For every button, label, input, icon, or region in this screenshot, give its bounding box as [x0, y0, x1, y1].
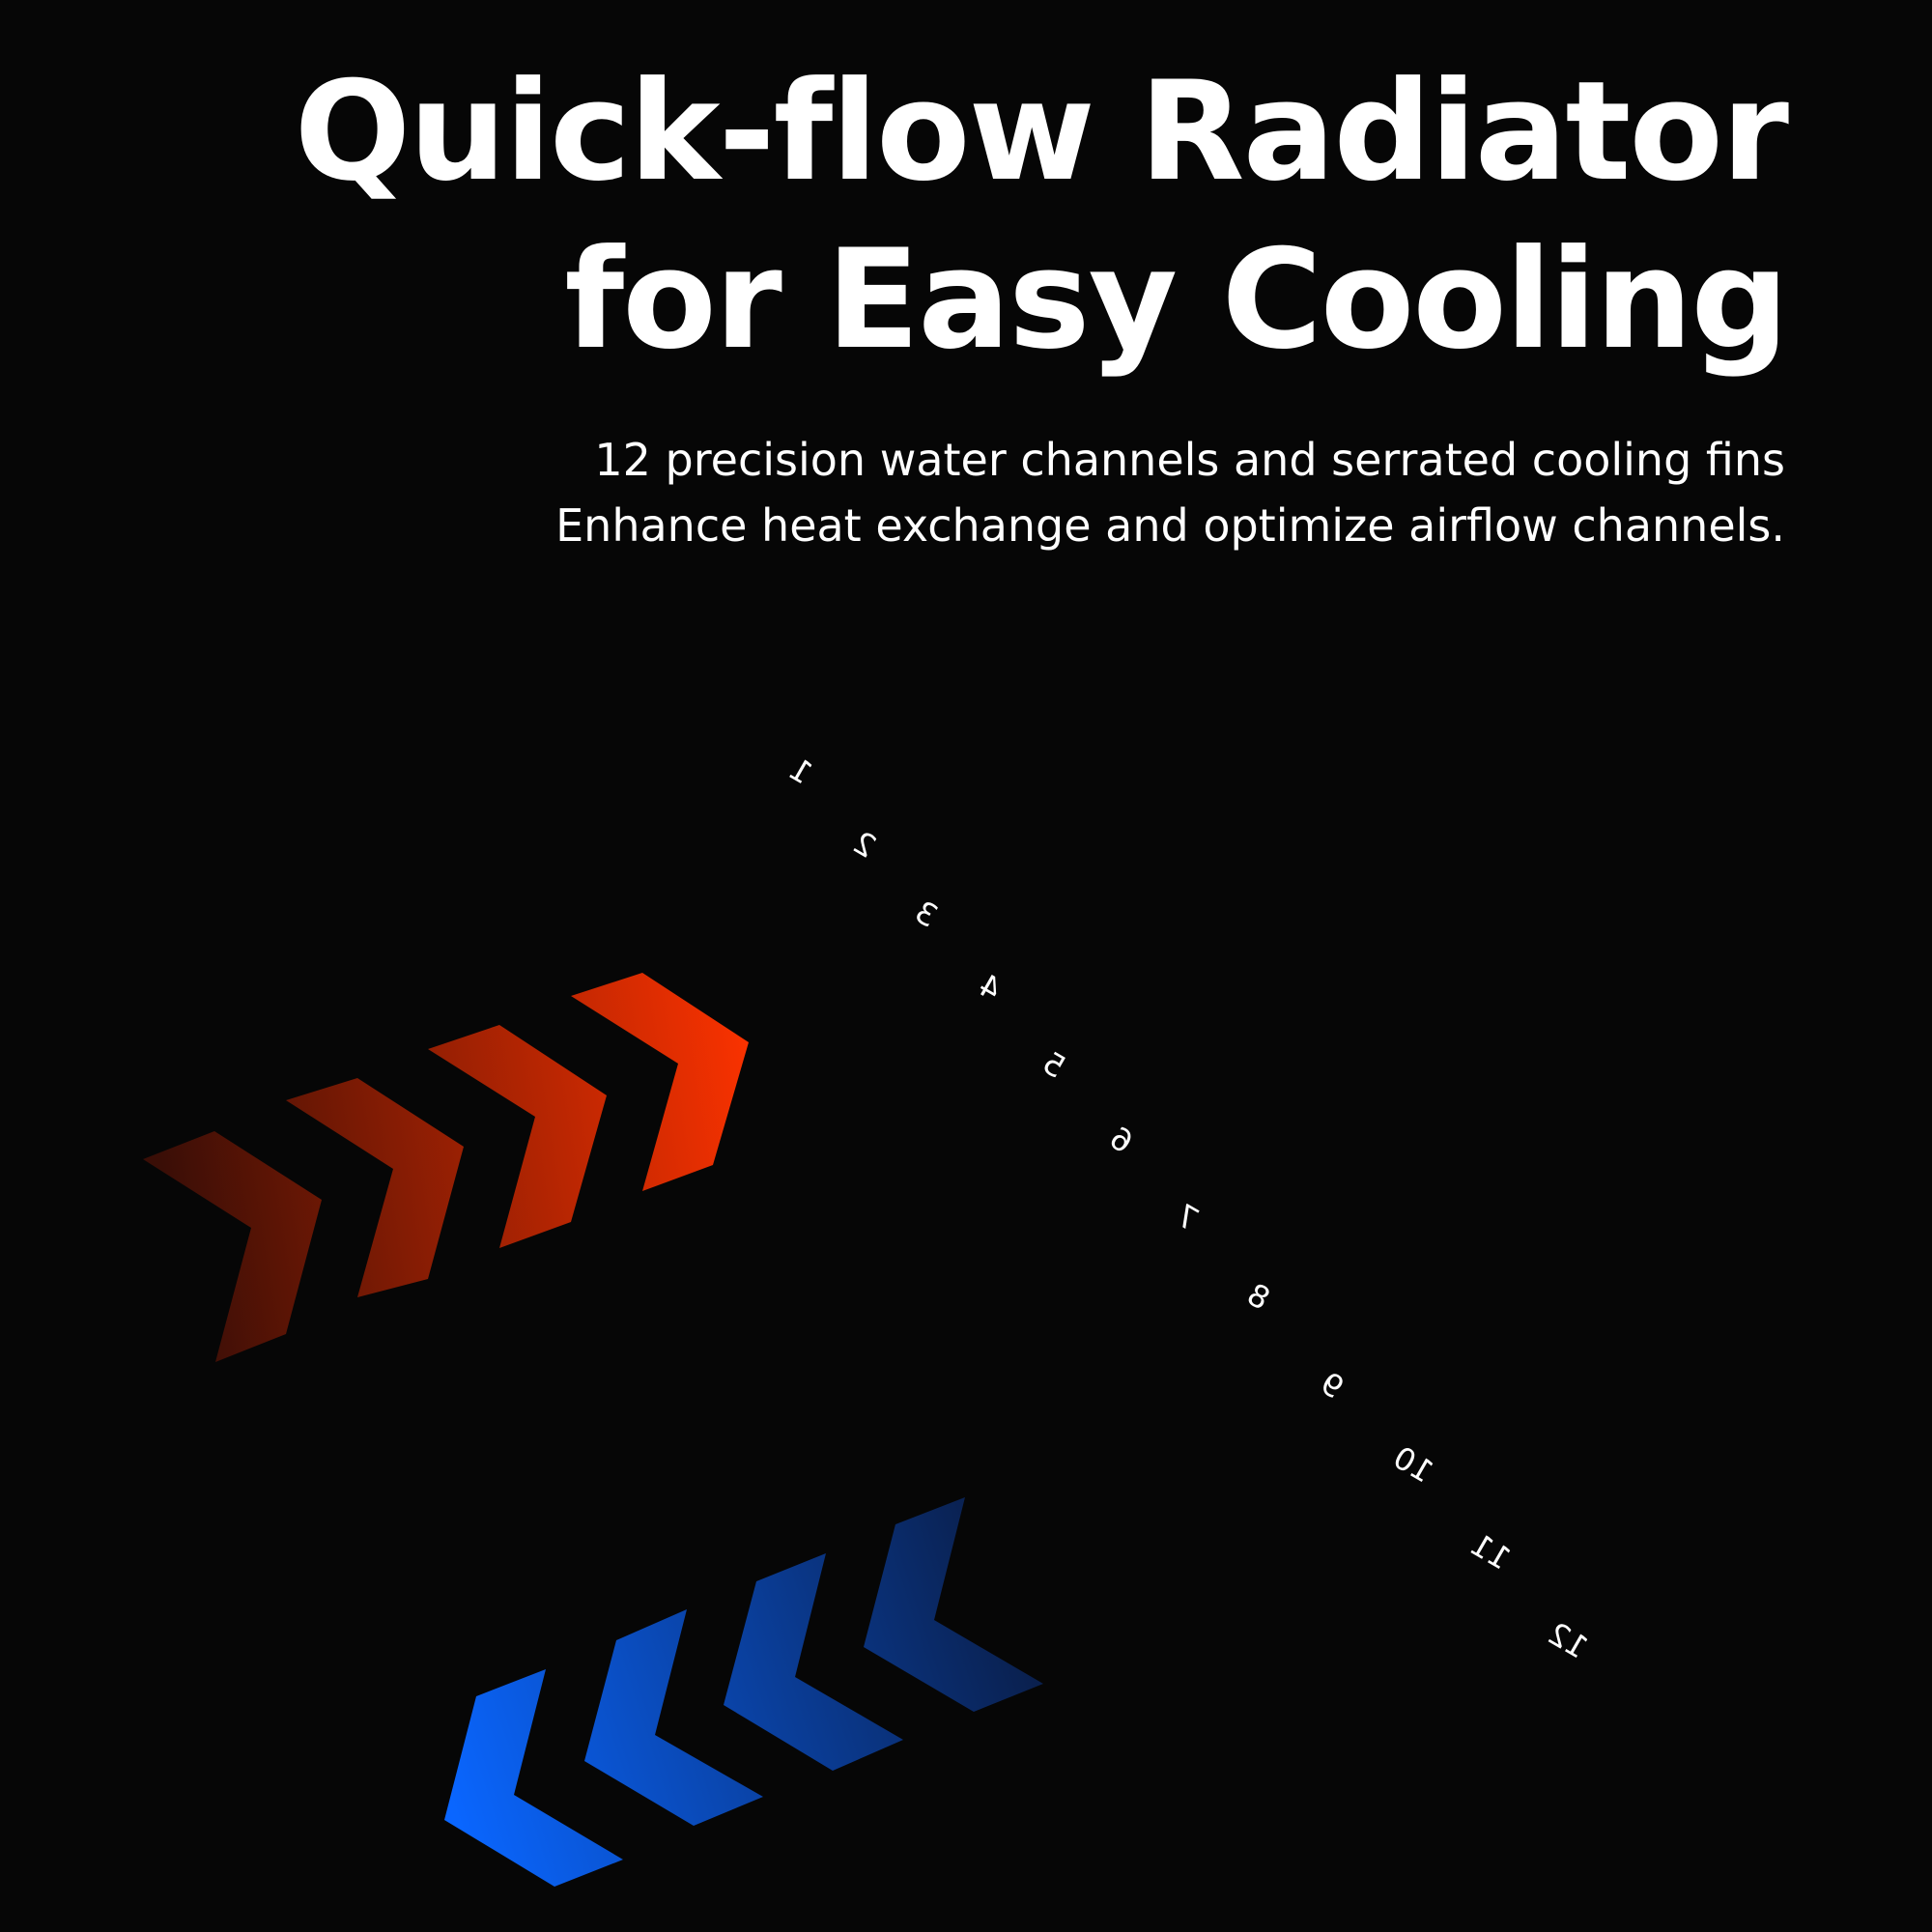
chevron-right-icon — [286, 1078, 464, 1297]
chevron-left-icon — [584, 1609, 763, 1826]
chevron-left-icon — [864, 1497, 1043, 1712]
cold-flow-arrows — [444, 1497, 1043, 1887]
chevron-right-icon — [571, 973, 749, 1191]
channel-number: 2 — [847, 824, 883, 866]
chevron-right-icon — [428, 1025, 607, 1248]
subheadline-line-2: Enhance heat exchange and optimize airfl… — [555, 499, 1785, 552]
channel-number: 3 — [909, 894, 945, 935]
channel-number: 1 — [783, 751, 819, 792]
chevron-left-icon — [724, 1553, 903, 1771]
channel-number: 11 — [1464, 1526, 1517, 1577]
subheadline-line-1: 12 precision water channels and serrated… — [594, 434, 1785, 486]
channel-number: 8 — [1241, 1276, 1277, 1318]
channel-number: 6 — [1104, 1120, 1140, 1161]
headline-line-1: Quick-flow Radiator — [294, 52, 1789, 212]
channel-number: 12 — [1542, 1615, 1594, 1666]
headline: Quick-flow Radiator for Easy Cooling — [294, 48, 1789, 384]
channel-number: 9 — [1315, 1365, 1350, 1406]
channel-number: 4 — [973, 967, 1009, 1009]
channel-number: 10 — [1387, 1439, 1439, 1491]
channel-number: 5 — [1037, 1044, 1072, 1086]
channel-number: 7 — [1170, 1197, 1206, 1238]
hot-flow-arrows — [143, 973, 749, 1362]
chevron-left-icon — [444, 1669, 623, 1887]
headline-line-2: for Easy Cooling — [564, 220, 1789, 380]
subheadline: 12 precision water channels and serrated… — [555, 427, 1785, 558]
chevron-right-icon — [143, 1131, 322, 1362]
